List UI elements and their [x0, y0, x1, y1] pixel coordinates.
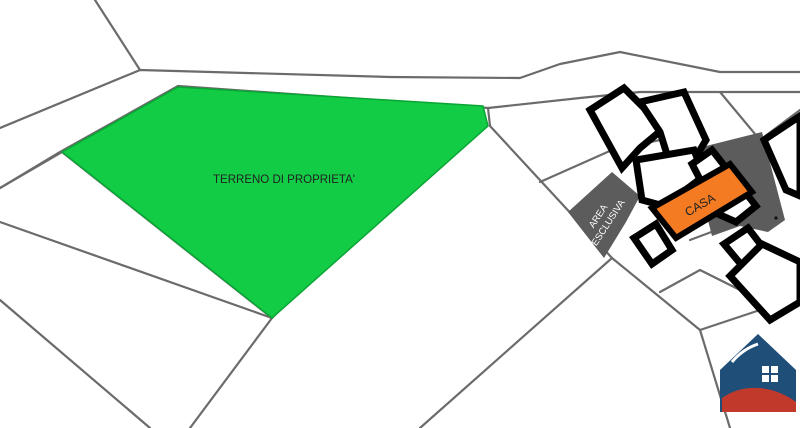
logo-arc [730, 342, 759, 363]
parcel-line-bottom-left [0, 220, 274, 320]
parcel-line-top-left [93, 0, 142, 72]
survey-point-marker [774, 216, 778, 220]
building-east-top [759, 111, 800, 200]
parcel-line-lower-right [418, 256, 614, 428]
parcel-line-road-top [0, 50, 800, 130]
buildings [585, 83, 800, 325]
parcel-line-bottom-curve [188, 316, 274, 428]
exclusive-area-parcel[interactable] [568, 172, 640, 258]
parcel-line-bottom-far-left [0, 298, 152, 428]
building-small-west [629, 219, 677, 269]
house-roof-logo-icon [720, 334, 796, 412]
building-north-a [585, 83, 670, 174]
parcel-line-left-lower [0, 150, 64, 190]
logo-window-bar-v [769, 366, 771, 382]
parcel-line-right-lower-a [610, 256, 732, 428]
house-parcel[interactable] [647, 160, 757, 242]
building-south-east-b [725, 239, 800, 325]
owned-land-parcel[interactable] [60, 86, 489, 319]
land-label: TERRENO DI PROPRIETA' [213, 174, 355, 186]
